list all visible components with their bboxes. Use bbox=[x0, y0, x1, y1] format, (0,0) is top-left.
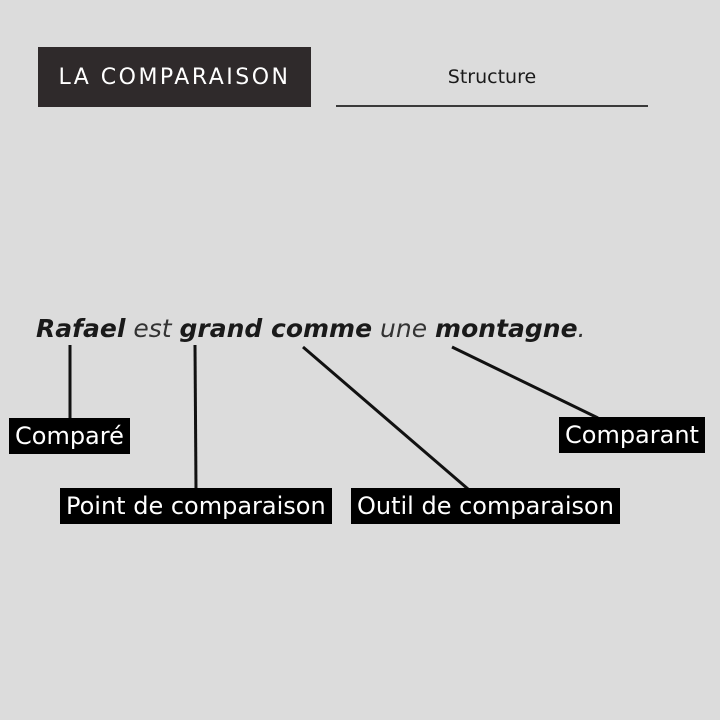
label-point-de-comparaison: Point de comparaison bbox=[60, 488, 332, 524]
sentence-article: une bbox=[372, 314, 436, 343]
title-box: LA COMPARAISON bbox=[38, 47, 311, 107]
sentence-period: . bbox=[577, 314, 586, 343]
page-subtitle: Structure bbox=[447, 66, 537, 88]
sentence-comparant-word: montagne bbox=[435, 314, 578, 343]
sentence-compare-word: Rafael bbox=[36, 314, 126, 343]
connector-comparant bbox=[451, 345, 599, 420]
sentence-point-and-tool: grand comme bbox=[179, 314, 373, 343]
connector-outil bbox=[302, 345, 469, 491]
example-sentence: Rafael est grand comme une montagne. bbox=[36, 314, 585, 343]
sentence-verb: est bbox=[125, 314, 180, 343]
label-compare: Comparé bbox=[9, 418, 130, 454]
page-title: LA COMPARAISON bbox=[58, 64, 291, 90]
label-comparant: Comparant bbox=[559, 417, 705, 453]
connector-point bbox=[193, 344, 198, 491]
label-outil-de-comparaison: Outil de comparaison bbox=[351, 488, 620, 524]
subtitle-underline bbox=[336, 105, 648, 107]
